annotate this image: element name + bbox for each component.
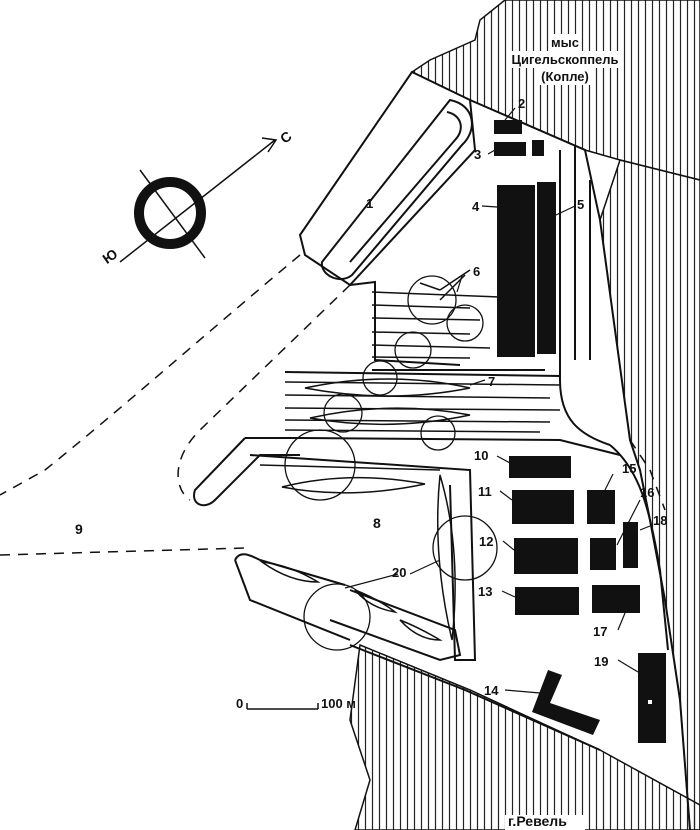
leader-lines	[344, 107, 651, 694]
quay-lines	[193, 99, 691, 830]
marker-12: 12	[479, 534, 494, 549]
cape-label-line2: Цигельскоппель	[509, 51, 621, 68]
marker-1: 1	[366, 196, 374, 211]
scale-bar-graphic	[246, 703, 319, 710]
marker-16: 16	[640, 485, 655, 500]
marker-17: 17	[593, 624, 608, 639]
cape-label-line1: мыс	[549, 34, 581, 51]
marker-4: 4	[472, 199, 480, 214]
marker-14: 14	[484, 683, 499, 698]
marker-7: 7	[488, 374, 496, 389]
marker-3: 3	[474, 147, 482, 162]
marker-15: 15	[622, 461, 637, 476]
cape-label: мыс Цигельскоппель (Копле)	[495, 34, 635, 85]
marker-9: 9	[75, 521, 83, 537]
marker-10: 10	[474, 448, 489, 463]
marker-13: 13	[478, 584, 493, 599]
marker-8: 8	[373, 515, 381, 531]
dry-dock-1	[298, 70, 477, 287]
marker-5: 5	[577, 197, 585, 212]
slipways	[259, 269, 561, 471]
marker-19: 19	[594, 654, 609, 669]
crane-circles	[284, 275, 498, 651]
scale-start-label: 0	[236, 696, 244, 711]
cape-label-line3: (Копле)	[539, 68, 591, 85]
marker-6: 6	[473, 264, 481, 279]
scale-end-label: 100 м	[321, 696, 356, 711]
land-city	[349, 643, 700, 830]
marker-20: 20	[392, 565, 407, 580]
marker-2: 2	[518, 96, 526, 111]
marker-18: 18	[653, 513, 668, 528]
buildings	[494, 120, 666, 743]
city-label: г.Ревель	[508, 813, 567, 829]
channel-lines	[0, 254, 666, 556]
compass-rose	[119, 137, 278, 263]
marker-11: 11	[478, 484, 492, 499]
